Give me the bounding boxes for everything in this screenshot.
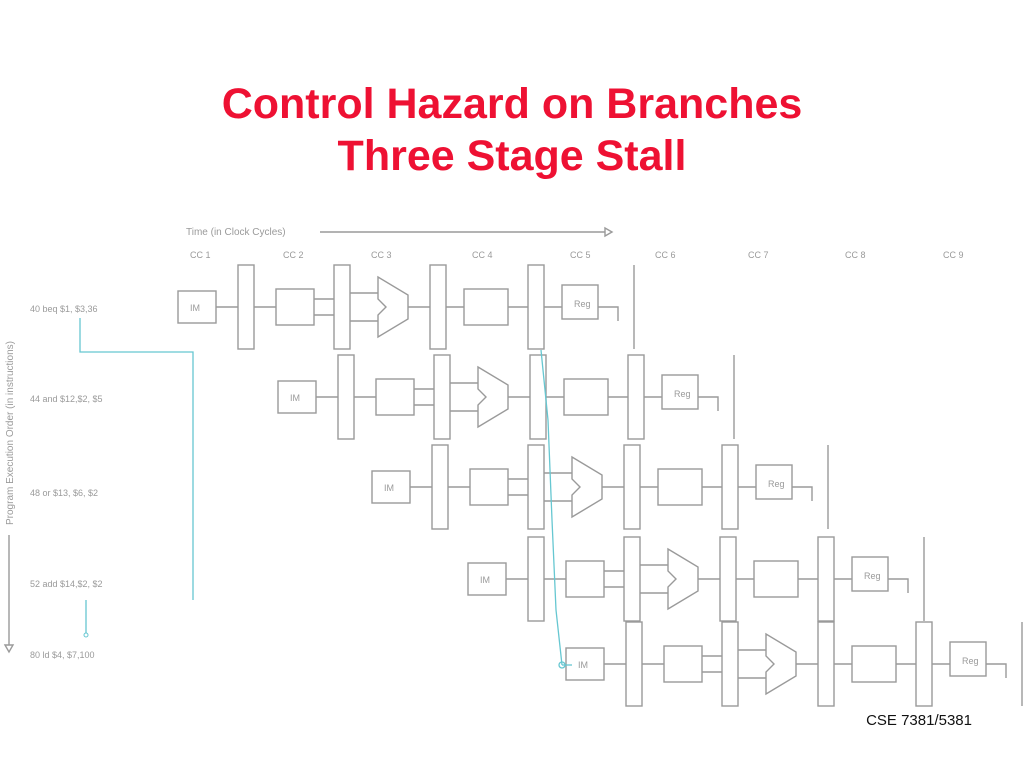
pipeline-register — [623, 444, 641, 530]
writeback-label: Reg — [768, 479, 785, 489]
pipeline-register — [915, 621, 933, 707]
instruction-label: 40 beq $1, $3,36 — [30, 304, 98, 314]
pipeline-register — [429, 264, 447, 350]
writeback-reg-box — [561, 284, 599, 320]
reg-file-box — [469, 468, 509, 506]
instruction-labels: 40 beq $1, $3,36 44 and $12,$2, $5 48 or $… — [30, 304, 103, 660]
writeback-reg-box — [949, 641, 987, 677]
instruction-label: 80 ld $4, $7,100 — [30, 650, 95, 660]
branch-path-right — [540, 349, 563, 666]
clock-cycle-label: CC 2 — [283, 250, 304, 260]
im-label: IM — [190, 303, 200, 313]
writeback-reg-box — [851, 556, 889, 592]
pipeline-register — [529, 354, 547, 440]
clock-cycle-label: CC 3 — [371, 250, 392, 260]
im-box — [277, 380, 317, 414]
reg-file-box — [663, 645, 703, 683]
reg-file-box — [565, 560, 605, 598]
data-memory-box — [657, 468, 703, 506]
slide-title-line1: Control Hazard on Branches — [221, 80, 803, 128]
alu-shape — [477, 365, 509, 429]
pipeline-row: IM Reg — [565, 621, 1023, 707]
pipeline-register — [625, 621, 643, 707]
data-memory-box — [851, 645, 897, 683]
pipeline-row: IM Reg — [177, 264, 635, 350]
clock-cycle-labels: CC 1 CC 2 CC 3 CC 4 CC 5 CC 6 CC 7 CC 8 CC 9 — [190, 250, 964, 260]
writeback-label: Reg — [674, 389, 691, 399]
alu-shape — [571, 455, 603, 519]
clock-cycle-label: CC 9 — [943, 250, 964, 260]
pipeline-register — [433, 354, 451, 440]
branch-path-node — [558, 661, 566, 669]
stage-wire — [792, 486, 813, 501]
writeback-label: Reg — [574, 299, 591, 309]
pipeline-register — [627, 354, 645, 440]
branch-path-left — [79, 318, 194, 600]
writeback-label: Reg — [962, 656, 979, 666]
pipeline-register — [719, 536, 737, 622]
footer-course-label: CSE 7381/5381 — [866, 712, 972, 729]
alu-shape — [377, 275, 409, 339]
pipeline-row: IM Reg — [467, 536, 925, 622]
data-memory-box — [563, 378, 609, 416]
reg-file-box — [375, 378, 415, 416]
order-axis-label: Program Execution Order (in instructions… — [5, 341, 16, 525]
stage-wire — [698, 396, 719, 411]
writeback-label: Reg — [864, 571, 881, 581]
clock-cycle-label: CC 5 — [570, 250, 591, 260]
pipeline-register — [527, 444, 545, 530]
pipeline-register — [527, 264, 545, 350]
pipeline-register — [817, 536, 835, 622]
pipeline-row: IM Reg — [277, 354, 735, 440]
writeback-reg-box — [755, 464, 793, 500]
im-label: IM — [578, 660, 588, 670]
writeback-reg-box — [661, 374, 699, 410]
time-axis-arrowhead — [604, 226, 614, 238]
im-label: IM — [480, 575, 490, 585]
pipeline-register — [721, 621, 739, 707]
clock-cycle-label: CC 6 — [655, 250, 676, 260]
pipeline-register — [237, 264, 255, 350]
time-axis-label: Time (in Clock Cycles) — [186, 227, 286, 238]
clock-cycle-label: CC 7 — [748, 250, 769, 260]
data-memory-box — [463, 288, 509, 326]
order-connector-node — [83, 632, 89, 638]
clock-cycle-label: CC 8 — [845, 250, 866, 260]
pipeline-register — [817, 621, 835, 707]
slide-title-line2: Three Stage Stall — [337, 132, 687, 180]
pipeline-register — [333, 264, 351, 350]
clock-cycle-label: CC 4 — [472, 250, 493, 260]
pipeline-register — [337, 354, 355, 440]
instruction-label: 48 or $13, $6, $2 — [30, 488, 98, 498]
order-axis-arrowhead — [3, 644, 15, 654]
stage-wire — [986, 663, 1007, 678]
instruction-label: 44 and $12,$2, $5 — [30, 394, 103, 404]
data-memory-box — [753, 560, 799, 598]
pipeline-register — [623, 536, 641, 622]
pipeline-register — [527, 536, 545, 622]
pipeline-row: IM Reg — [371, 444, 829, 530]
im-box — [467, 562, 507, 596]
stage-wire — [598, 306, 619, 321]
reg-file-box — [275, 288, 315, 326]
alu-shape — [765, 632, 797, 696]
stage-wire — [888, 578, 909, 593]
alu-shape — [667, 547, 699, 611]
clock-cycle-label: CC 1 — [190, 250, 211, 260]
im-label: IM — [290, 393, 300, 403]
pipeline-register — [721, 444, 739, 530]
pipeline-register — [431, 444, 449, 530]
im-label: IM — [384, 483, 394, 493]
instruction-label: 52 add $14,$2, $2 — [30, 579, 103, 589]
